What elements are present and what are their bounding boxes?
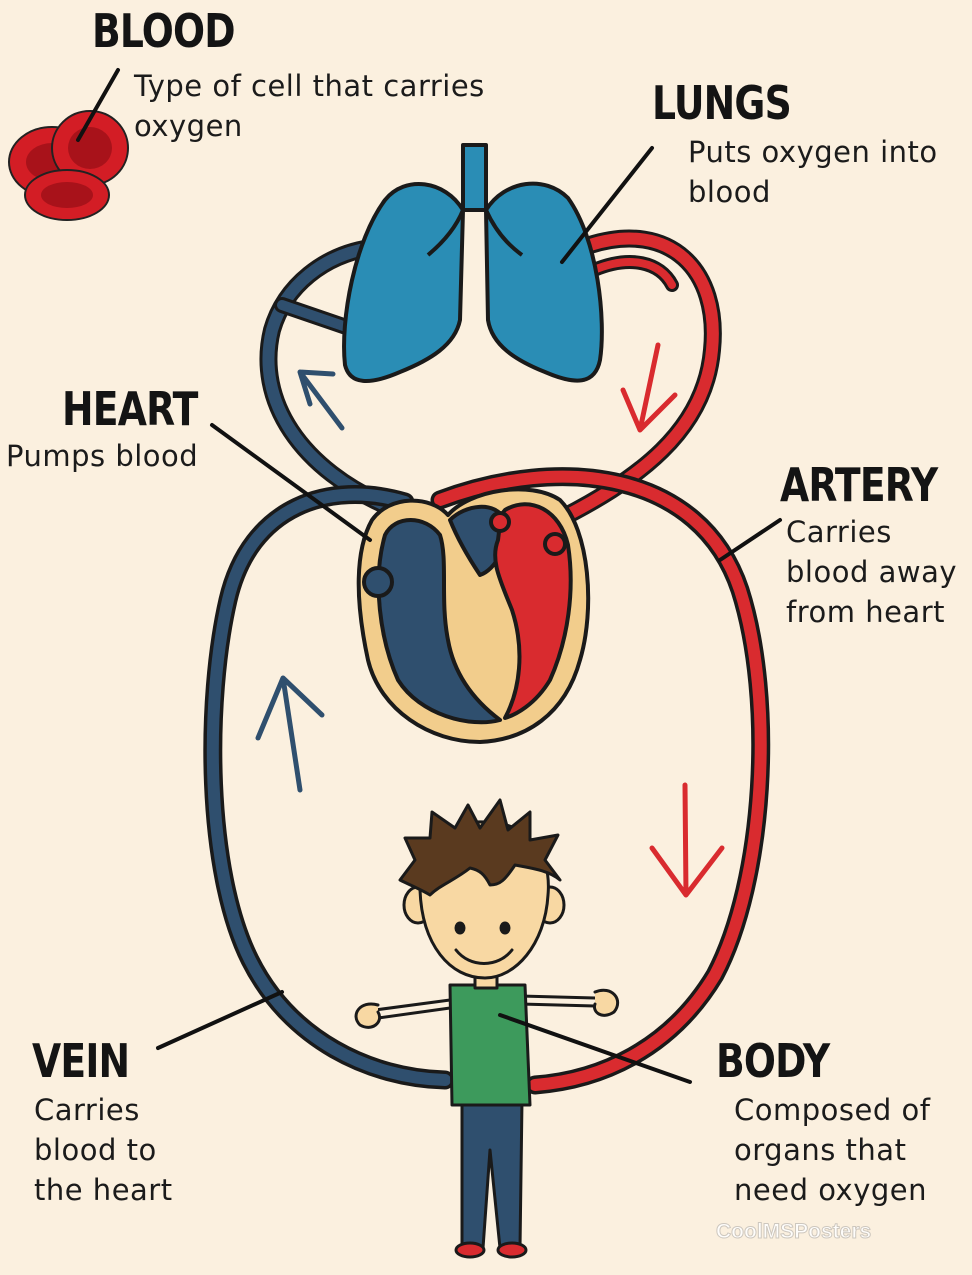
blood-description: Type of cell that carries oxygen xyxy=(134,66,524,146)
trachea xyxy=(463,145,486,210)
vein-pointer xyxy=(158,992,282,1048)
left-hand xyxy=(356,1004,380,1027)
body-figure xyxy=(356,800,618,1257)
body-title: BODY xyxy=(716,1034,829,1088)
blood-cell xyxy=(25,170,109,220)
blood-title: BLOOD xyxy=(92,4,235,58)
arrow-up-icon xyxy=(258,678,322,790)
heart-description: Pumps blood xyxy=(6,436,226,476)
body-description: Composed of organs that need oxygen xyxy=(734,1090,954,1210)
lungs-title: LUNGS xyxy=(652,76,791,130)
legs xyxy=(462,1100,522,1248)
arrow-up-icon xyxy=(300,372,342,428)
heart xyxy=(359,489,588,742)
artery-title: ARTERY xyxy=(780,458,937,512)
blood-cells xyxy=(9,111,128,220)
lungs-description: Puts oxygen into blood xyxy=(688,132,958,212)
shirt xyxy=(450,985,530,1105)
artery-description: Carries blood away from heart xyxy=(786,512,968,632)
right-lung xyxy=(486,184,602,381)
artery-pointer xyxy=(720,520,780,560)
arrow-down-icon xyxy=(652,785,722,895)
right-hand xyxy=(594,990,617,1015)
vein-title: VEIN xyxy=(32,1034,129,1088)
vein-description: Carries blood to the heart xyxy=(34,1090,184,1210)
arrow-down-icon xyxy=(623,345,675,430)
watermark: CoolMSPosters xyxy=(716,1220,871,1244)
heart-title: HEART xyxy=(62,382,198,436)
left-lung xyxy=(344,184,463,381)
